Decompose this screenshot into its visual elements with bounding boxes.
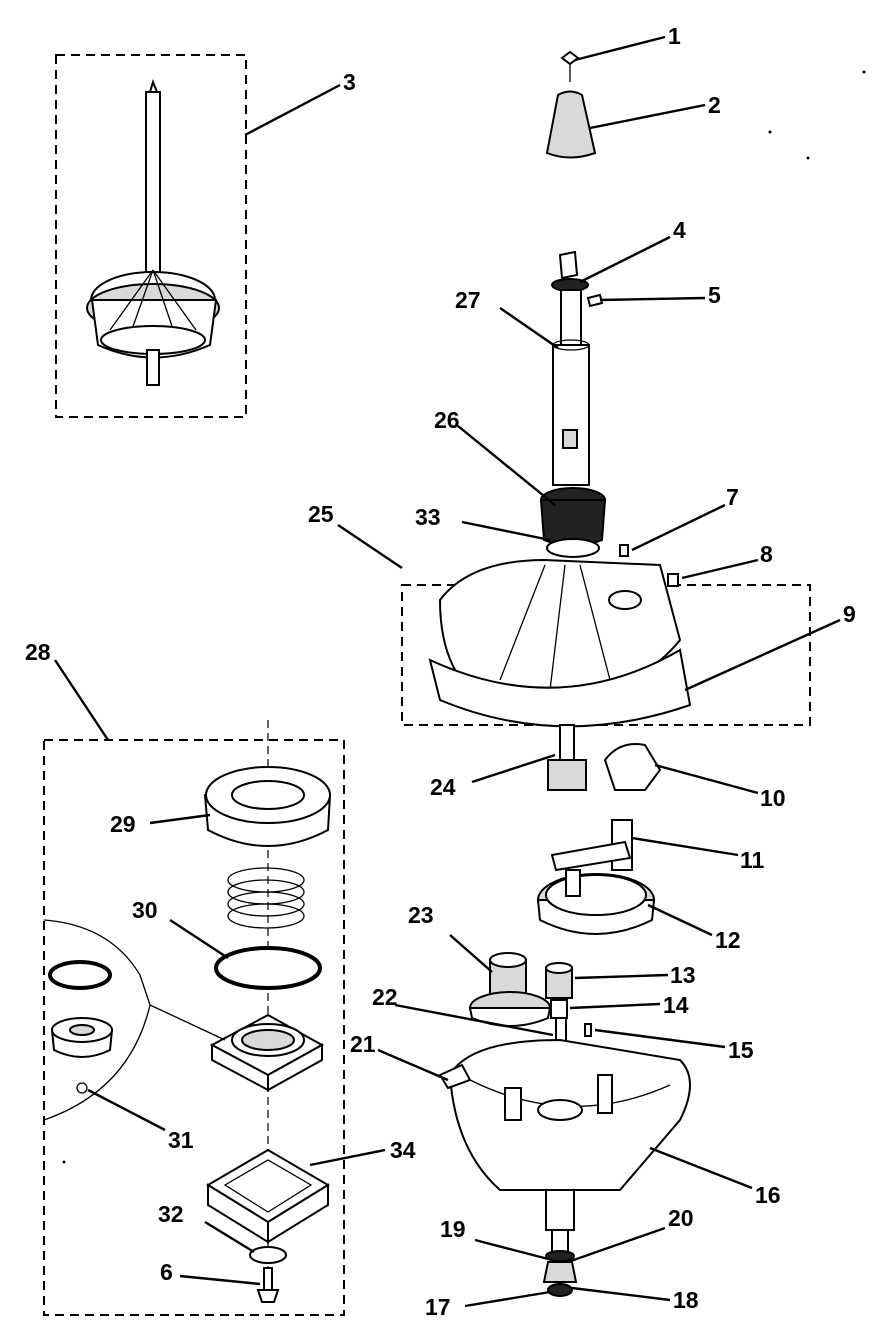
part-26-33-seal [539,487,607,558]
part-11-crank [550,819,633,872]
part-16-gear-housing [438,1038,691,1191]
callout-6: 6 [160,1259,173,1285]
scan-speck [862,70,866,74]
part-1-screw [560,50,580,82]
scan-speck [806,156,810,160]
part-12-main-gear [536,869,656,935]
group-box-3 [55,54,247,418]
callout-28: 28 [25,639,51,665]
callout-18: 18 [673,1287,699,1313]
part-6-bolt [256,1267,280,1303]
part-34-seal-holder [206,1148,330,1244]
callout-1: 1 [668,23,681,49]
callout-30: 30 [132,897,158,923]
callout-10: 10 [760,785,786,811]
leader-lines [53,35,841,1308]
callout-33: 33 [415,504,441,530]
callout-9: 9 [843,601,856,627]
callout-23: 23 [408,902,434,928]
part-29-seal-ring [203,766,332,847]
callout-13: 13 [670,962,696,988]
scan-speck [62,1160,66,1164]
callout-8: 8 [760,541,773,567]
callout-14: 14 [663,992,689,1018]
part-9-gasket [428,648,692,728]
callout-11: 11 [740,847,765,873]
part-24-pinion-shaft [547,724,587,791]
callout-15: 15 [728,1037,754,1063]
callout-5: 5 [708,282,721,308]
callout-20: 20 [668,1205,694,1231]
callout-24: 24 [430,774,456,800]
part-10-cam [603,743,662,791]
callout-34: 34 [390,1137,416,1163]
callout-4: 4 [673,217,686,243]
part-17-20-shaft-end [542,1189,578,1297]
part-2-agitator-cap [545,90,597,159]
part-30-o-ring [214,946,322,990]
callout-32: 32 [158,1201,184,1227]
callout-31: 31 [168,1127,194,1153]
callout-7: 7 [726,484,739,510]
callout-12: 12 [715,927,741,953]
callout-17: 17 [425,1294,451,1320]
part-30-seal-in-holder [209,1013,325,1092]
callout-19: 19 [440,1216,466,1242]
callout-16: 16 [755,1182,781,1208]
part-4-5-27-shaft [551,250,604,486]
callout-3: 3 [343,69,356,95]
callout-21: 21 [350,1031,376,1057]
part-23-pinion-gear [468,952,552,1027]
callout-22: 22 [372,984,398,1010]
part-3-transmission-assembly [86,78,220,386]
part-13-14-15-gear-stack [545,962,592,1037]
callout-27: 27 [455,287,481,313]
scan-speck [768,130,772,134]
group-box-28 [43,739,345,1316]
part-32-washer [249,1246,287,1264]
part-29-spring-seal [227,867,305,929]
callout-2: 2 [708,92,721,118]
callout-29: 29 [110,811,136,837]
part-31-inset-detail [43,919,226,1121]
callout-26: 26 [434,407,460,433]
callout-25: 25 [308,501,334,527]
